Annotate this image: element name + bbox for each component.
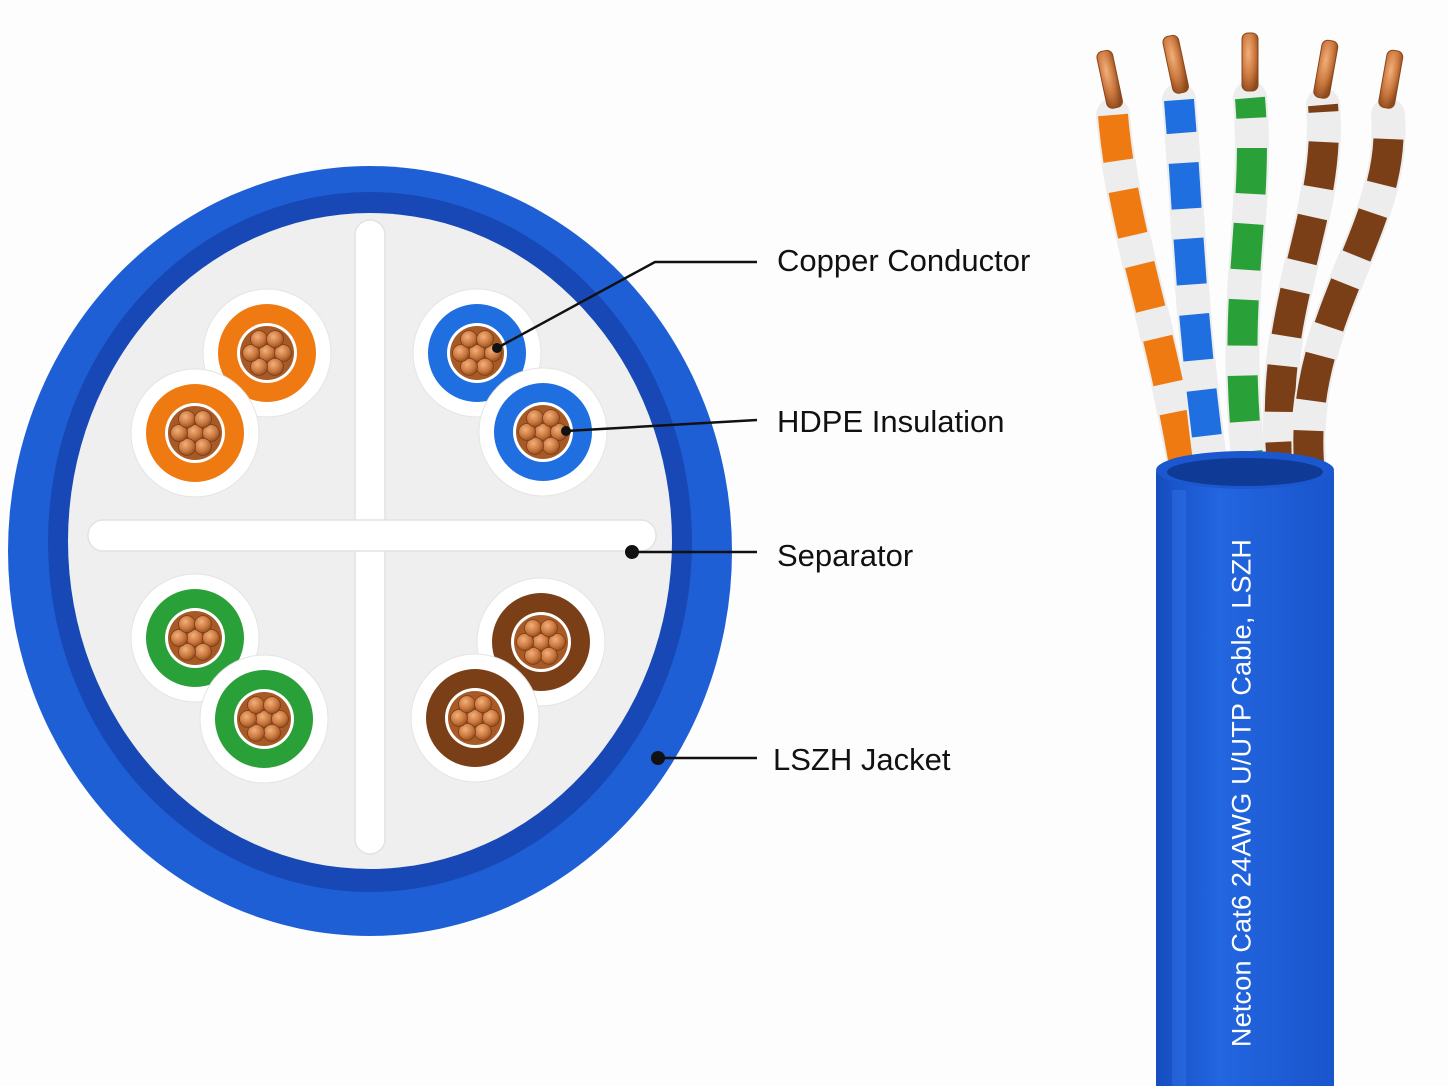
copper-strand — [460, 357, 478, 376]
copper-strand — [202, 629, 220, 647]
cable-jacket-opening-inner — [1167, 458, 1323, 486]
copper-strand — [526, 409, 544, 428]
twisted-pair-wires — [130, 288, 608, 784]
copper-strand — [540, 646, 558, 665]
copper-strand — [266, 330, 284, 349]
copper-tip — [1313, 39, 1339, 99]
copper-strand — [542, 409, 560, 428]
copper-strand — [548, 633, 566, 651]
cable-cross-section — [8, 166, 732, 936]
label-separator: Separator — [777, 538, 914, 573]
copper-strand — [194, 615, 212, 634]
copper-strand — [524, 619, 542, 638]
copper-strand — [274, 344, 292, 362]
strand-brown-2 — [1291, 49, 1406, 507]
copper-tip — [1378, 49, 1404, 109]
copper-strand — [518, 423, 536, 441]
wire-brown-2 — [410, 653, 540, 783]
copper-strand — [450, 709, 468, 727]
callout-lines — [496, 260, 758, 760]
copper-conductor-leader — [496, 260, 757, 350]
cable-print-label: Netcon Cat6 24AWG U/UTP Cable, LSZH — [1226, 538, 1257, 1048]
wire-blue-1 — [412, 288, 542, 418]
wire-orange-2 — [130, 368, 260, 498]
copper-strand — [516, 633, 534, 651]
label-copper-conductor: Copper Conductor — [777, 243, 1031, 278]
strand-blue — [1162, 34, 1231, 507]
copper-strand — [476, 330, 494, 349]
copper-strand — [250, 330, 268, 349]
copper-strand — [178, 410, 196, 429]
copper-strand — [476, 357, 494, 376]
callout-dots — [492, 343, 665, 765]
copper-strand — [170, 424, 188, 442]
hdpe-insulation-dot — [561, 426, 571, 436]
cable-jacket-body — [1156, 452, 1334, 1086]
strand-orange — [1096, 49, 1205, 507]
copper-strand — [460, 330, 478, 349]
copper-strand — [194, 437, 212, 456]
wire-green-2 — [199, 654, 329, 784]
copper-strand — [474, 695, 492, 714]
copper-strand — [266, 357, 284, 376]
copper-strand — [178, 615, 196, 634]
separator-dot — [625, 545, 639, 559]
copper-strand — [542, 436, 560, 455]
copper-strand — [524, 646, 542, 665]
copper-strand — [242, 344, 260, 362]
copper-strand — [250, 357, 268, 376]
copper-strand — [194, 410, 212, 429]
cable-jacket-highlight — [1172, 490, 1186, 1086]
copper-strand — [271, 710, 289, 728]
strand-brown — [1262, 39, 1341, 507]
copper-tip — [1241, 32, 1259, 92]
label-hdpe-insulation: HDPE Insulation — [777, 404, 1005, 439]
copper-strand — [474, 722, 492, 741]
copper-strand — [178, 642, 196, 661]
copper-tip — [1096, 49, 1123, 109]
copper-strand — [247, 723, 265, 742]
copper-strand — [526, 436, 544, 455]
copper-strand — [247, 696, 265, 715]
copper-strand — [239, 710, 257, 728]
copper-strand — [178, 437, 196, 456]
label-lszh-jacket: LSZH Jacket — [773, 742, 951, 777]
cable-side-view — [1096, 32, 1406, 1086]
copper-tip — [1162, 34, 1189, 94]
separator-horizontal — [87, 519, 657, 552]
copper-strand — [170, 629, 188, 647]
copper-strand — [458, 722, 476, 741]
copper-strand — [458, 695, 476, 714]
wire-blue-2 — [478, 367, 608, 497]
strand-green — [1225, 32, 1269, 507]
copper-strand — [202, 424, 220, 442]
copper-strand — [540, 619, 558, 638]
copper-strand — [482, 709, 500, 727]
twisted-strands — [1096, 32, 1406, 507]
copper-strand — [452, 344, 470, 362]
copper-strand — [263, 723, 281, 742]
copper-strand — [263, 696, 281, 715]
lszh-jacket-dot — [651, 751, 665, 765]
copper-conductor-dot — [492, 343, 502, 353]
hdpe-insulation-leader — [565, 418, 758, 433]
copper-strand — [194, 642, 212, 661]
